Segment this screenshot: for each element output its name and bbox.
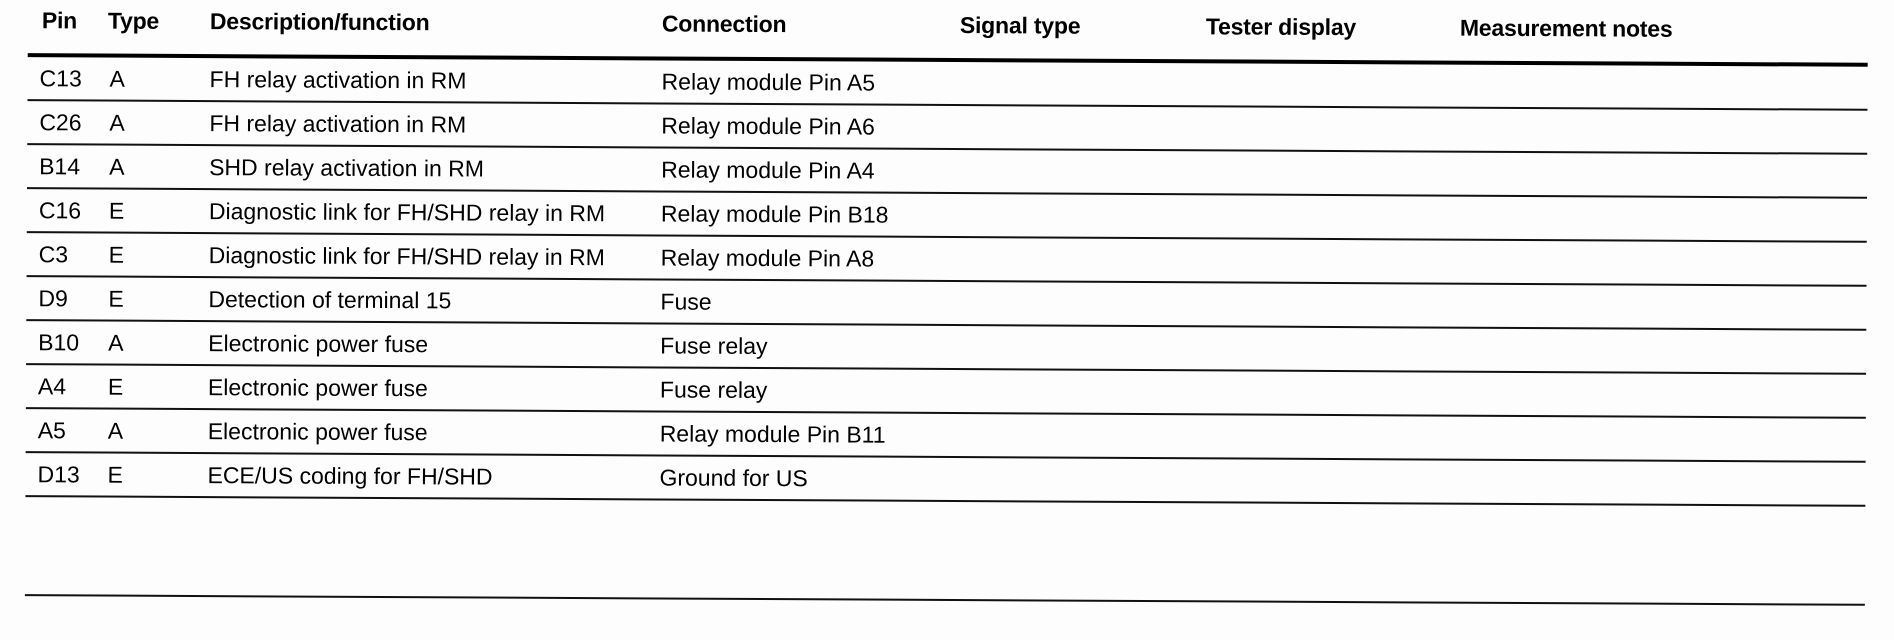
cell-tester xyxy=(1178,327,1428,370)
cell-signal xyxy=(939,106,1179,149)
cell-pin: A5 xyxy=(37,417,66,444)
cell-notes xyxy=(1429,196,1867,240)
cell-tester xyxy=(1179,151,1429,194)
cell-type: A xyxy=(109,109,125,136)
cell-pin: C13 xyxy=(39,65,82,92)
column-header-pin: Pin xyxy=(41,7,78,34)
pin-assignment-table: Pin Type Description/function Connection… xyxy=(25,0,1868,507)
cell-desc: FH relay activation in RM xyxy=(209,110,467,138)
column-header-description: Description/function xyxy=(209,8,430,36)
cell-notes xyxy=(1429,64,1867,108)
cell-conn: Relay module Pin B18 xyxy=(660,200,889,228)
column-header-connection: Connection xyxy=(661,10,787,38)
cell-conn: Relay module Pin A8 xyxy=(660,244,875,272)
cell-notes xyxy=(1429,240,1867,284)
cell-type: E xyxy=(108,241,125,268)
cell-type: E xyxy=(108,285,124,312)
cell-desc: Diagnostic link for FH/SHD relay in RM xyxy=(208,242,605,271)
table-header-row: Pin Type Description/function Connection… xyxy=(28,0,1868,63)
cell-tester xyxy=(1177,459,1427,502)
column-header-type: Type xyxy=(107,7,160,34)
cell-tester xyxy=(1179,195,1429,238)
cell-signal xyxy=(939,194,1179,237)
cell-notes xyxy=(1429,108,1867,152)
cell-notes xyxy=(1429,152,1867,196)
cell-conn: Ground for US xyxy=(659,464,808,492)
cell-type: A xyxy=(109,65,126,92)
cell-desc: ECE/US coding for FH/SHD xyxy=(207,462,493,490)
cell-tester xyxy=(1178,415,1428,458)
column-header-tester-display: Tester display xyxy=(1205,13,1357,41)
cell-notes xyxy=(1428,372,1866,416)
cell-type: A xyxy=(109,153,125,180)
cell-pin: C3 xyxy=(38,241,69,268)
cell-signal xyxy=(937,458,1177,501)
cell-type: E xyxy=(107,373,124,400)
cell-desc: Electronic power fuse xyxy=(207,418,428,446)
cell-pin: B10 xyxy=(38,329,80,356)
cell-desc: Electronic power fuse xyxy=(208,330,429,358)
cell-pin: A4 xyxy=(37,373,67,400)
cell-conn: Fuse relay xyxy=(659,376,768,404)
cell-signal xyxy=(939,238,1179,281)
cell-desc: SHD relay activation in RM xyxy=(209,154,485,182)
cell-tester xyxy=(1179,239,1429,282)
cell-desc: Electronic power fuse xyxy=(207,374,428,402)
cell-signal xyxy=(938,282,1178,325)
cell-tester xyxy=(1178,283,1428,326)
cell-pin: D9 xyxy=(38,285,68,312)
cell-tester xyxy=(1179,63,1429,106)
table-bottom-trailing-rule xyxy=(24,594,1865,606)
cell-type: E xyxy=(108,197,125,224)
cell-desc: FH relay activation in RM xyxy=(209,66,467,94)
cell-signal xyxy=(939,150,1179,193)
cell-notes xyxy=(1428,416,1866,460)
cell-signal xyxy=(939,62,1179,105)
cell-type: A xyxy=(108,329,124,356)
cell-notes xyxy=(1428,284,1866,328)
cell-conn: Relay module Pin B11 xyxy=(659,420,886,448)
cell-signal xyxy=(938,414,1178,457)
column-header-measurement-notes: Measurement notes xyxy=(1459,14,1673,42)
cell-desc: Diagnostic link for FH/SHD relay in RM xyxy=(208,198,606,227)
cell-conn: Relay module Pin A5 xyxy=(661,68,876,96)
cell-signal xyxy=(938,326,1178,369)
cell-pin: D13 xyxy=(37,461,80,488)
cell-pin: C16 xyxy=(38,197,82,224)
cell-notes xyxy=(1427,460,1865,504)
cell-type: A xyxy=(107,417,124,444)
cell-conn: Fuse relay xyxy=(660,332,768,360)
cell-conn: Fuse xyxy=(660,288,712,315)
cell-notes xyxy=(1428,328,1866,372)
cell-pin: C26 xyxy=(39,109,82,136)
cell-conn: Relay module Pin A6 xyxy=(661,112,875,140)
cell-pin: B14 xyxy=(39,153,81,180)
column-header-signal-type: Signal type xyxy=(959,12,1081,39)
cell-signal xyxy=(938,370,1178,413)
cell-desc: Detection of terminal 15 xyxy=(208,286,452,314)
cell-type: E xyxy=(107,461,123,488)
cell-tester xyxy=(1179,107,1429,150)
cell-conn: Relay module Pin A4 xyxy=(661,156,875,184)
cell-tester xyxy=(1178,371,1428,414)
